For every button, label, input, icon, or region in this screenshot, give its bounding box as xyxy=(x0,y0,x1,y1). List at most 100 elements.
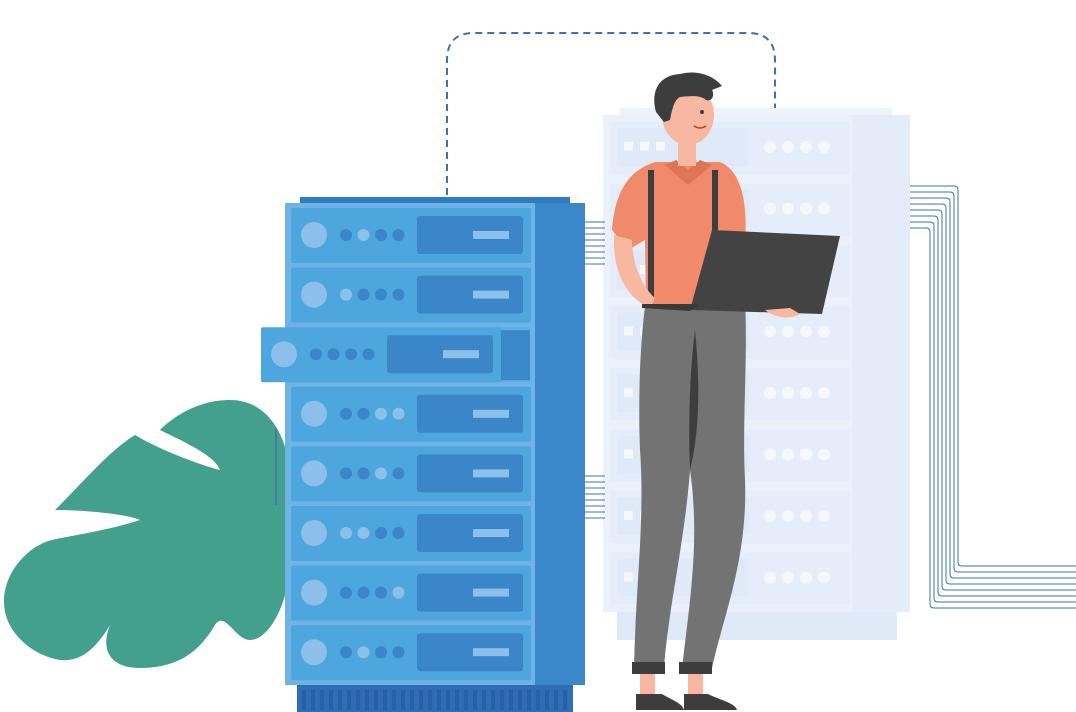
unit-led xyxy=(800,387,812,399)
unit-led xyxy=(818,510,830,522)
unit-led xyxy=(800,448,812,461)
unit-led xyxy=(818,571,830,584)
base-vent xyxy=(536,690,540,710)
plant-leaf xyxy=(3,400,290,668)
cable-line xyxy=(910,209,1076,591)
base-vent xyxy=(518,690,522,710)
base-vent xyxy=(383,690,387,710)
collar xyxy=(665,160,712,185)
base-vent xyxy=(365,690,369,710)
right-shoe xyxy=(684,694,737,710)
base-vent xyxy=(401,690,405,710)
unit-led xyxy=(392,229,405,241)
rack-unit xyxy=(291,565,531,621)
rack-unit xyxy=(291,267,531,323)
unit-panel xyxy=(417,216,523,254)
unit-light xyxy=(624,326,633,336)
unit-led xyxy=(357,229,370,241)
base-vent xyxy=(545,690,549,710)
base-vent xyxy=(338,690,342,710)
unit-led xyxy=(764,325,776,338)
base-vent xyxy=(428,690,432,710)
unit-led xyxy=(375,407,387,420)
unit-led xyxy=(782,141,794,153)
unit-led xyxy=(340,646,352,659)
base-vent xyxy=(347,690,351,710)
unit-label-slot xyxy=(473,648,509,657)
unit-led xyxy=(818,202,830,215)
base-vent xyxy=(446,690,450,710)
unit-led xyxy=(800,202,812,215)
base-vent xyxy=(329,690,333,710)
unit-led xyxy=(764,202,776,215)
rack-unit-pulled-out xyxy=(261,327,530,383)
base-vent xyxy=(410,690,414,710)
unit-led xyxy=(357,288,370,301)
unit-led xyxy=(392,467,405,480)
unit-led xyxy=(375,586,387,599)
unit-led xyxy=(340,467,352,480)
hair xyxy=(654,72,722,122)
unit-led xyxy=(357,527,370,539)
unit-led xyxy=(782,202,794,215)
unit-led xyxy=(375,646,387,659)
unit-led xyxy=(375,288,387,301)
unit-power-button xyxy=(301,460,327,487)
person-with-laptop xyxy=(612,72,840,710)
unit-led xyxy=(764,448,776,461)
unit-led xyxy=(800,571,812,584)
base-vent xyxy=(563,690,567,710)
left-shoe xyxy=(636,694,684,710)
main-server-rack xyxy=(261,197,585,712)
base-vent xyxy=(392,690,396,710)
unit-led xyxy=(818,141,830,153)
unit-led xyxy=(375,467,387,480)
unit-panel xyxy=(417,514,523,552)
unit-led xyxy=(362,348,375,361)
unit-led xyxy=(375,229,387,241)
unit-led xyxy=(340,527,352,539)
unit-led xyxy=(764,571,776,584)
unit-light xyxy=(624,388,633,397)
unit-led xyxy=(782,448,794,461)
unit-panel xyxy=(417,275,523,314)
unit-label-slot xyxy=(473,588,509,597)
cable-line xyxy=(910,185,1076,567)
unit-light xyxy=(640,265,649,274)
laptop-base xyxy=(642,304,700,311)
unit-power-button xyxy=(301,222,327,248)
base-vent xyxy=(554,690,558,710)
base-vent xyxy=(311,690,315,710)
unit-led xyxy=(782,325,794,338)
unit-led xyxy=(818,448,830,461)
base-vent xyxy=(356,690,360,710)
unit-light xyxy=(624,511,633,520)
unit-power-button xyxy=(301,579,327,606)
left-suspender xyxy=(648,170,654,300)
unit-light xyxy=(656,142,665,151)
laptop[interactable] xyxy=(690,230,840,314)
left-cuff xyxy=(632,662,665,674)
unit-label-slot xyxy=(473,409,509,418)
unit-led xyxy=(782,571,794,584)
unit-led xyxy=(340,586,352,599)
cable-line xyxy=(910,215,1076,597)
unit-led xyxy=(340,288,352,301)
unit-panel xyxy=(417,573,523,612)
unit-led xyxy=(782,387,794,399)
left-arm xyxy=(613,235,655,308)
base-vent xyxy=(302,690,306,710)
base-vent xyxy=(500,690,504,710)
unit-power-button xyxy=(301,520,327,546)
unit-led xyxy=(392,288,405,301)
base-vent xyxy=(509,690,513,710)
unit-led xyxy=(764,510,776,522)
unit-led xyxy=(392,586,405,599)
unit-power-button xyxy=(301,281,327,308)
unit-led xyxy=(310,348,322,361)
unit-led xyxy=(327,348,340,361)
unit-light xyxy=(624,449,633,459)
unit-led xyxy=(800,325,812,338)
unit-light xyxy=(640,142,649,151)
cable-line xyxy=(910,203,1076,585)
